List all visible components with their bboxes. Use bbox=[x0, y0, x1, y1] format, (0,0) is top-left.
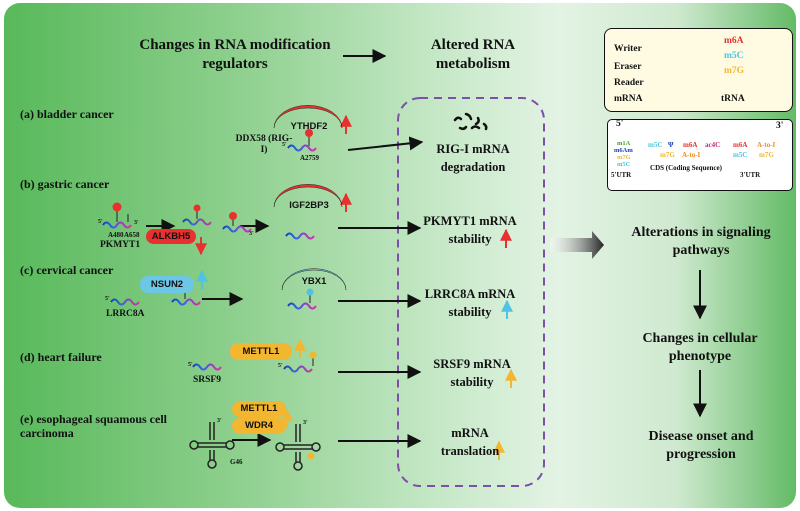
left-header-title: Changes in RNA modification regulators bbox=[139, 37, 331, 72]
five-prime-d2: 5' bbox=[278, 363, 283, 369]
outcome-d: SRSF9 mRNA stability bbox=[433, 357, 511, 389]
cancer-label-d: (d) heart failure bbox=[20, 350, 102, 364]
trna-before bbox=[189, 422, 235, 469]
legend-trna-label: tRNA bbox=[721, 94, 745, 104]
cancer-label-e: (e) esophageal squamous cell carcinoma bbox=[20, 412, 167, 440]
legend-m5c-label: m5C bbox=[724, 51, 744, 61]
metabolism-dashed-box bbox=[397, 97, 545, 487]
nsun2-writer: NSUN2 bbox=[140, 276, 194, 293]
legend-eraser-label: Eraser bbox=[614, 62, 642, 72]
wdr4-writer: WDR4 bbox=[232, 418, 286, 434]
utr3-mod-m7g: m7G bbox=[759, 151, 774, 159]
outcome-c: LRRC8A mRNA stability bbox=[424, 287, 516, 319]
outcome-a: RIG-I mRNA degradation bbox=[436, 142, 510, 174]
srsf9-label: SRSF9 bbox=[193, 375, 221, 385]
rig1-mrna bbox=[287, 129, 317, 152]
degradation-fragments bbox=[453, 112, 488, 131]
legend-m6a-label: m6A bbox=[724, 36, 744, 46]
ythdf2-label: YTHDF2 bbox=[290, 121, 328, 132]
rig1-reader-mrna bbox=[285, 232, 315, 240]
arrow-a bbox=[347, 136, 424, 151]
cancer-label-c: (c) cervical cancer bbox=[20, 263, 114, 277]
five-prime-c: 5' bbox=[105, 296, 110, 302]
legend-mrna-label: mRNA bbox=[614, 94, 643, 104]
igf2bp3-label: IGF2BP3 bbox=[289, 200, 329, 211]
utr5-mod-m6am: m6Am bbox=[614, 147, 633, 154]
utr5-label: 5'UTR bbox=[611, 171, 632, 179]
pkmyt1-mid-mrna-1 bbox=[182, 204, 212, 226]
ythdf2-reader-shape bbox=[273, 105, 343, 129]
a480-label: A480 bbox=[108, 231, 124, 239]
lrrc8a-reader-mrna bbox=[287, 288, 317, 310]
pkmyt1-mid-mrna-2 bbox=[222, 212, 252, 233]
utr3-mod-m6a: m6A bbox=[733, 141, 748, 149]
pkmyt1-mrna bbox=[102, 202, 132, 229]
mrna-regions-box bbox=[607, 119, 793, 191]
right-header-title: Altered RNA metabolism bbox=[430, 37, 516, 72]
pathway-step-2: Changes in cellular phenotype bbox=[642, 331, 758, 364]
utr-three-prime: 3' bbox=[776, 121, 784, 131]
utr5-mod-m1a: m1A bbox=[617, 140, 631, 147]
outcome-b: PKMYT1 mRNA stability bbox=[423, 214, 517, 246]
legend-box bbox=[604, 28, 793, 112]
pathway-gradient-arrow bbox=[550, 231, 604, 259]
cds-mod-psi: Ψ bbox=[668, 141, 674, 149]
cancer-label-b: (b) gastric cancer bbox=[20, 177, 110, 191]
pathway-step-3: Disease onset and progression bbox=[648, 429, 754, 462]
cds-mod-m7g: m7G bbox=[660, 151, 675, 159]
legend-writer-label: Writer bbox=[614, 44, 642, 54]
utr3-mod-m5c: m5C bbox=[733, 151, 748, 159]
ybx1-label: YBX1 bbox=[301, 276, 327, 287]
three-prime-b: 3' bbox=[134, 220, 139, 226]
three-prime-e: 3' bbox=[217, 418, 222, 424]
pathway-step-1: Alterations in signaling pathways bbox=[631, 225, 771, 258]
three-prime-b2: 3' bbox=[249, 231, 254, 237]
utr-five-prime: 5' bbox=[616, 119, 624, 129]
utr3-mod-a-to-i: A-to-I bbox=[757, 141, 776, 149]
a658-label: A658 bbox=[124, 231, 140, 239]
igf2bp3-reader-shape bbox=[273, 184, 343, 208]
g46-label: G46 bbox=[230, 458, 243, 466]
cds-mod-m5c: m5C bbox=[648, 141, 663, 149]
cds-label: CDS (Coding Sequence) bbox=[650, 164, 722, 172]
trna-after bbox=[275, 424, 321, 471]
three-prime-e2: 3' bbox=[303, 420, 308, 426]
pkmyt1-label: PKMYT1 bbox=[100, 240, 141, 250]
a2759-label: A2759 bbox=[300, 154, 320, 162]
utr5-mod-m7g: m7G bbox=[617, 154, 631, 161]
legend-m7g-label: m7G bbox=[724, 66, 745, 76]
cds-mod-ac4c: ac4C bbox=[705, 141, 721, 149]
lrrc8a-mrna bbox=[110, 298, 140, 306]
lrrc8a-label: LRRC8A bbox=[106, 309, 145, 319]
srsf9-mrna bbox=[192, 363, 222, 371]
m7g-trna-mark bbox=[307, 452, 315, 460]
cancer-label-a: (a) bladder cancer bbox=[20, 107, 114, 121]
utr3-label: 3'UTR bbox=[740, 171, 761, 179]
five-prime-d: 5' bbox=[188, 362, 193, 368]
cds-mod-a-to-i: A-to-I bbox=[682, 151, 701, 159]
mettl1-e-writer: METTL1 bbox=[232, 401, 286, 417]
cds-mod-m6a: m6A bbox=[683, 141, 698, 149]
outcome-e: mRNA translation bbox=[440, 426, 500, 458]
five-prime-b: 5' bbox=[98, 219, 103, 225]
mettl1-d-writer: METTL1 bbox=[230, 343, 292, 360]
utr5-mod-m5c: m5C bbox=[617, 161, 631, 168]
five-prime-a: 5' bbox=[282, 142, 287, 148]
alkbh5-eraser: ALKBH5 bbox=[146, 229, 196, 244]
legend-reader-label: Reader bbox=[614, 78, 644, 88]
ddx58-label: DDX58 (RIG-I) bbox=[235, 134, 293, 155]
ybx1-reader-shape bbox=[281, 268, 347, 291]
srsf9-modified-mrna bbox=[283, 351, 317, 373]
